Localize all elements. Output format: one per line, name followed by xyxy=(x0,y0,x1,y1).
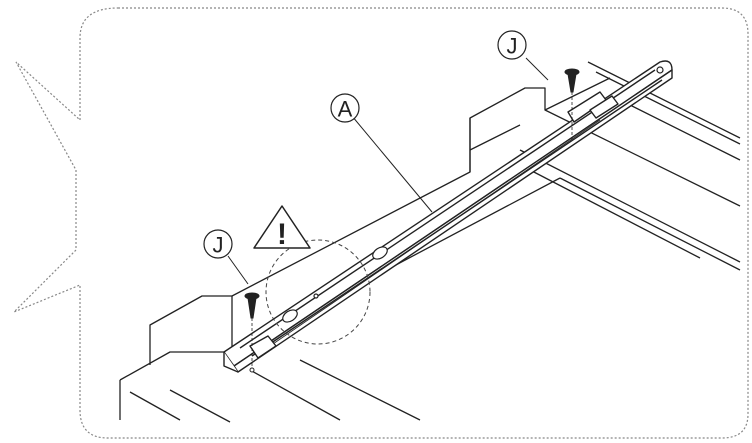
callout-j-left-label: J xyxy=(213,233,224,258)
leader-lines xyxy=(227,57,549,285)
drawer-slide-rail xyxy=(223,60,673,373)
callout-j-right: J xyxy=(497,30,527,60)
detail-circle xyxy=(265,239,371,345)
callout-a-label: A xyxy=(338,97,353,122)
cabinet-structure xyxy=(119,61,741,423)
rail-holes xyxy=(282,66,664,323)
callout-frame xyxy=(13,7,749,439)
warning-icon: ! xyxy=(253,205,311,251)
warning-mark: ! xyxy=(277,218,287,251)
screw-icon xyxy=(564,68,580,140)
callout-j-left: J xyxy=(203,229,233,259)
screw-icon xyxy=(244,292,260,373)
callout-a: A xyxy=(330,93,360,123)
callout-j-right-label: J xyxy=(507,34,518,59)
